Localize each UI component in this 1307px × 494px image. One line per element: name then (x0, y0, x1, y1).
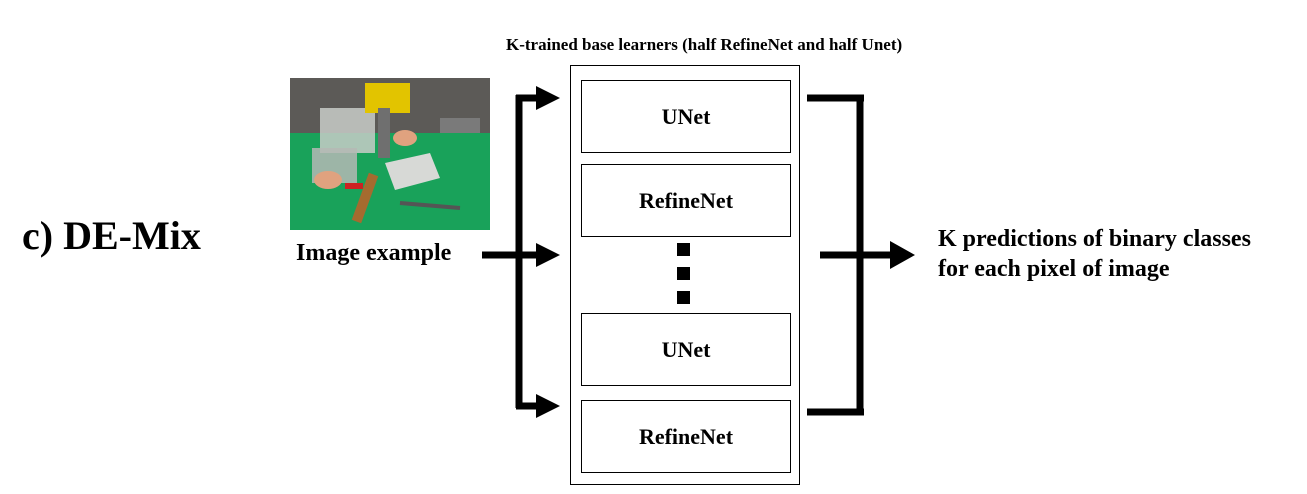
learner-box-4: RefineNet (581, 400, 791, 473)
output-line-2: for each pixel of image (938, 256, 1170, 282)
ensemble-container (570, 65, 800, 485)
fanout-top-arrowhead (536, 86, 560, 110)
learner-box-1: UNet (581, 80, 791, 153)
hand-right (393, 130, 417, 146)
parts-organizer (320, 108, 375, 153)
hand-left (314, 171, 342, 189)
hammer-handle (351, 172, 379, 224)
wrench (399, 201, 461, 210)
section-label: c) DE-Mix (22, 213, 201, 258)
ellipsis-dot-2 (677, 267, 690, 280)
ellipsis-dot-1 (677, 243, 690, 256)
container-title: K-trained base learners (half RefineNet … (506, 35, 903, 54)
robot-gripper (378, 108, 390, 158)
learner-box-3: UNet (581, 313, 791, 386)
learner-box-2: RefineNet (581, 164, 791, 237)
output-line-1: K predictions of binary classes (938, 226, 1251, 252)
image-caption: Image example (296, 240, 452, 266)
output-text: K predictions of binary classes for each… (938, 224, 1251, 284)
pliers (345, 183, 363, 189)
image-example-photo (290, 78, 490, 230)
ellipsis-dot-3 (677, 291, 690, 304)
input-arrowhead (536, 243, 560, 267)
metal-plate (385, 153, 440, 190)
fanout-bottom-arrowhead (536, 394, 560, 418)
output-arrowhead (890, 241, 915, 269)
background-machine (440, 118, 480, 133)
